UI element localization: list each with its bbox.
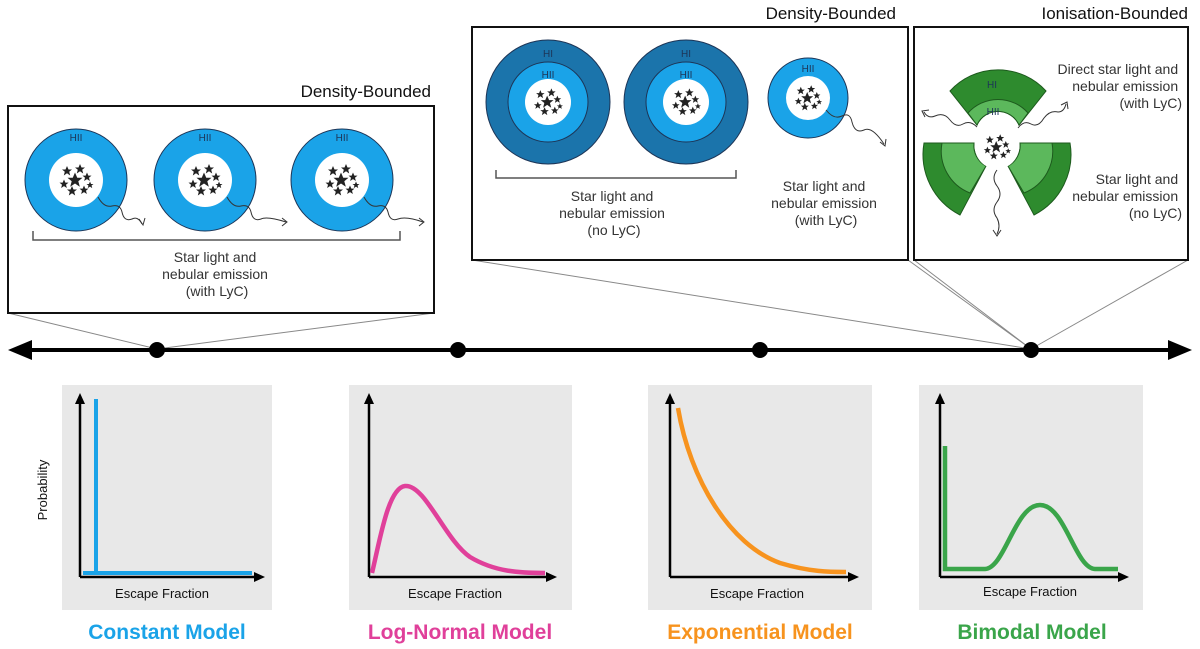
timeline-node: [450, 342, 466, 358]
timeline: [8, 340, 1192, 360]
curve-bimodal: [942, 446, 1118, 572]
svg-text:HII: HII: [987, 107, 1000, 118]
panel-middle-title: Density-Bounded: [766, 4, 896, 23]
nebula-hii-3: HII: [767, 57, 887, 147]
curve-exponential: [675, 407, 847, 575]
nebula-hi-1: HI HII: [485, 39, 611, 165]
timeline-node: [752, 342, 768, 358]
panel-right-caption-bottom: Star light and nebular emission (no LyC): [1072, 171, 1182, 221]
panel-left-caption: Star light and nebular emission (with Ly…: [162, 249, 272, 299]
clumpy-nebula: HI HII: [921, 69, 1072, 237]
curve-constant: [83, 399, 252, 575]
ring-label: HII: [199, 133, 212, 144]
xlabel: Escape Fraction: [408, 586, 502, 601]
connector-lines: [7, 259, 1189, 350]
panel-right-caption-top: Direct star light and nebular emission (…: [1058, 61, 1183, 111]
xlabel: Escape Fraction: [115, 586, 209, 601]
panel-right-title: Ionisation-Bounded: [1041, 4, 1188, 23]
curve-lognormal: [369, 483, 546, 576]
model-title: Constant Model: [88, 621, 246, 644]
svg-text:HI: HI: [543, 49, 553, 60]
plot-lognormal: Escape Fraction Log-Normal Model: [349, 385, 572, 644]
bracket: [495, 170, 737, 179]
panel-middle: Density-Bounded HI HII HI HII HII: [471, 4, 909, 261]
plot-exponential: Escape Fraction Exponential Model: [648, 385, 872, 644]
nebula-1: HII: [24, 128, 146, 232]
plot-bimodal: Escape Fraction Bimodal Model: [919, 385, 1143, 644]
ylabel: Probability: [35, 459, 50, 520]
svg-text:HI: HI: [681, 49, 691, 60]
panel-left-title: Density-Bounded: [301, 82, 431, 101]
svg-text:HII: HII: [680, 70, 693, 81]
nebula-hi-2: HI HII: [623, 39, 749, 165]
panel-middle-caption-left: Star light and nebular emission (no LyC): [559, 188, 669, 238]
panel-middle-caption-right: Star light and nebular emission (with Ly…: [771, 178, 881, 228]
model-title: Bimodal Model: [957, 621, 1106, 644]
model-title: Exponential Model: [667, 621, 853, 644]
plot-background: [919, 385, 1143, 610]
plot-constant: Escape Fraction Probability Constant Mod…: [35, 385, 272, 644]
bracket: [32, 231, 401, 241]
nebula-3: HII: [290, 128, 425, 232]
panel-left: Density-Bounded HII HII HII: [7, 82, 435, 314]
panel-right: Ionisation-Bounded HI HII Direct s: [913, 4, 1189, 261]
ring-label: HII: [70, 133, 83, 144]
svg-text:HII: HII: [802, 64, 815, 75]
model-title: Log-Normal Model: [368, 621, 552, 644]
timeline-node: [149, 342, 165, 358]
ring-label: HII: [336, 133, 349, 144]
nebula-2: HII: [153, 128, 288, 232]
svg-text:HI: HI: [987, 80, 997, 91]
timeline-arrow-right: [1168, 340, 1192, 360]
xlabel: Escape Fraction: [983, 584, 1077, 599]
svg-text:HII: HII: [542, 70, 555, 81]
timeline-arrow-left: [8, 340, 32, 360]
xlabel: Escape Fraction: [710, 586, 804, 601]
timeline-node: [1023, 342, 1039, 358]
